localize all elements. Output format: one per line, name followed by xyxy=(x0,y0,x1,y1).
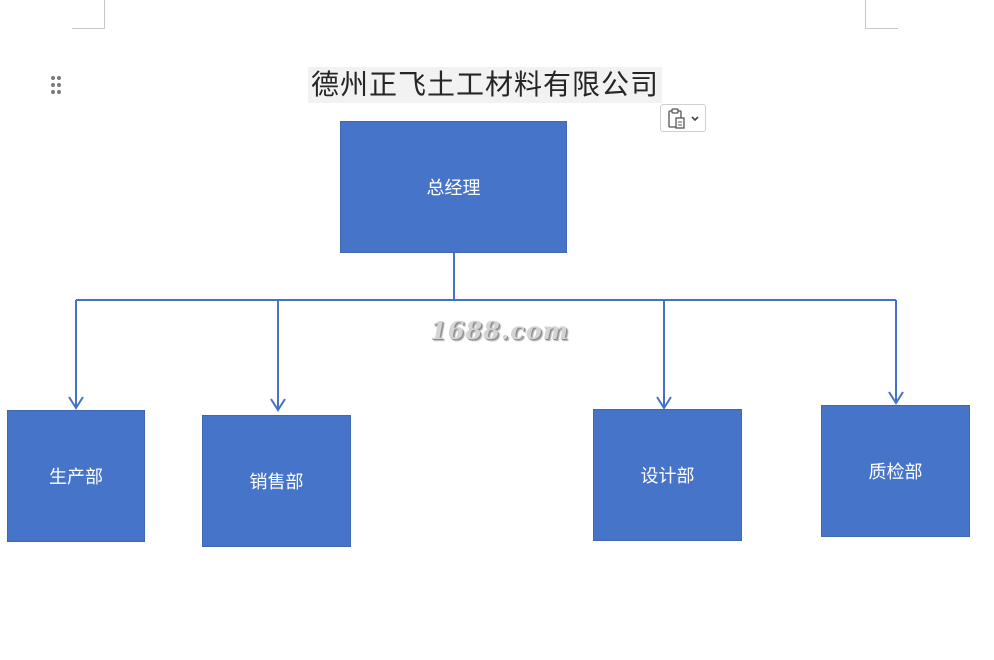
page-corner-mark-left xyxy=(72,0,105,29)
clipboard-paste-icon xyxy=(668,108,685,129)
page-corner-mark-right xyxy=(865,0,898,29)
paste-options-button[interactable] xyxy=(660,104,706,132)
arrow-head-design xyxy=(656,396,672,410)
org-box-label: 生产部 xyxy=(49,467,103,488)
org-box-label: 总经理 xyxy=(426,178,481,199)
org-box-label: 设计部 xyxy=(640,466,695,487)
arrow-head-sales xyxy=(270,398,286,412)
arrow-head-qc xyxy=(888,391,904,405)
org-box-design[interactable]: 设计部 xyxy=(593,409,742,541)
org-box-production[interactable]: 生产部 xyxy=(7,410,145,542)
arrow-head-production xyxy=(68,396,84,410)
org-box-sales[interactable]: 销售部 xyxy=(202,415,351,547)
drag-handle-icon[interactable] xyxy=(48,74,64,96)
chevron-down-icon xyxy=(691,116,699,122)
document-title[interactable]: 德州正飞土工材料有限公司 xyxy=(308,67,663,103)
org-box-quality-inspection[interactable]: 质检部 xyxy=(821,405,970,537)
org-box-general-manager[interactable]: 总经理 xyxy=(340,121,567,253)
org-box-label: 质检部 xyxy=(868,462,923,483)
org-box-label: 销售部 xyxy=(249,472,304,493)
watermark-1688: 1688.com xyxy=(430,316,570,345)
